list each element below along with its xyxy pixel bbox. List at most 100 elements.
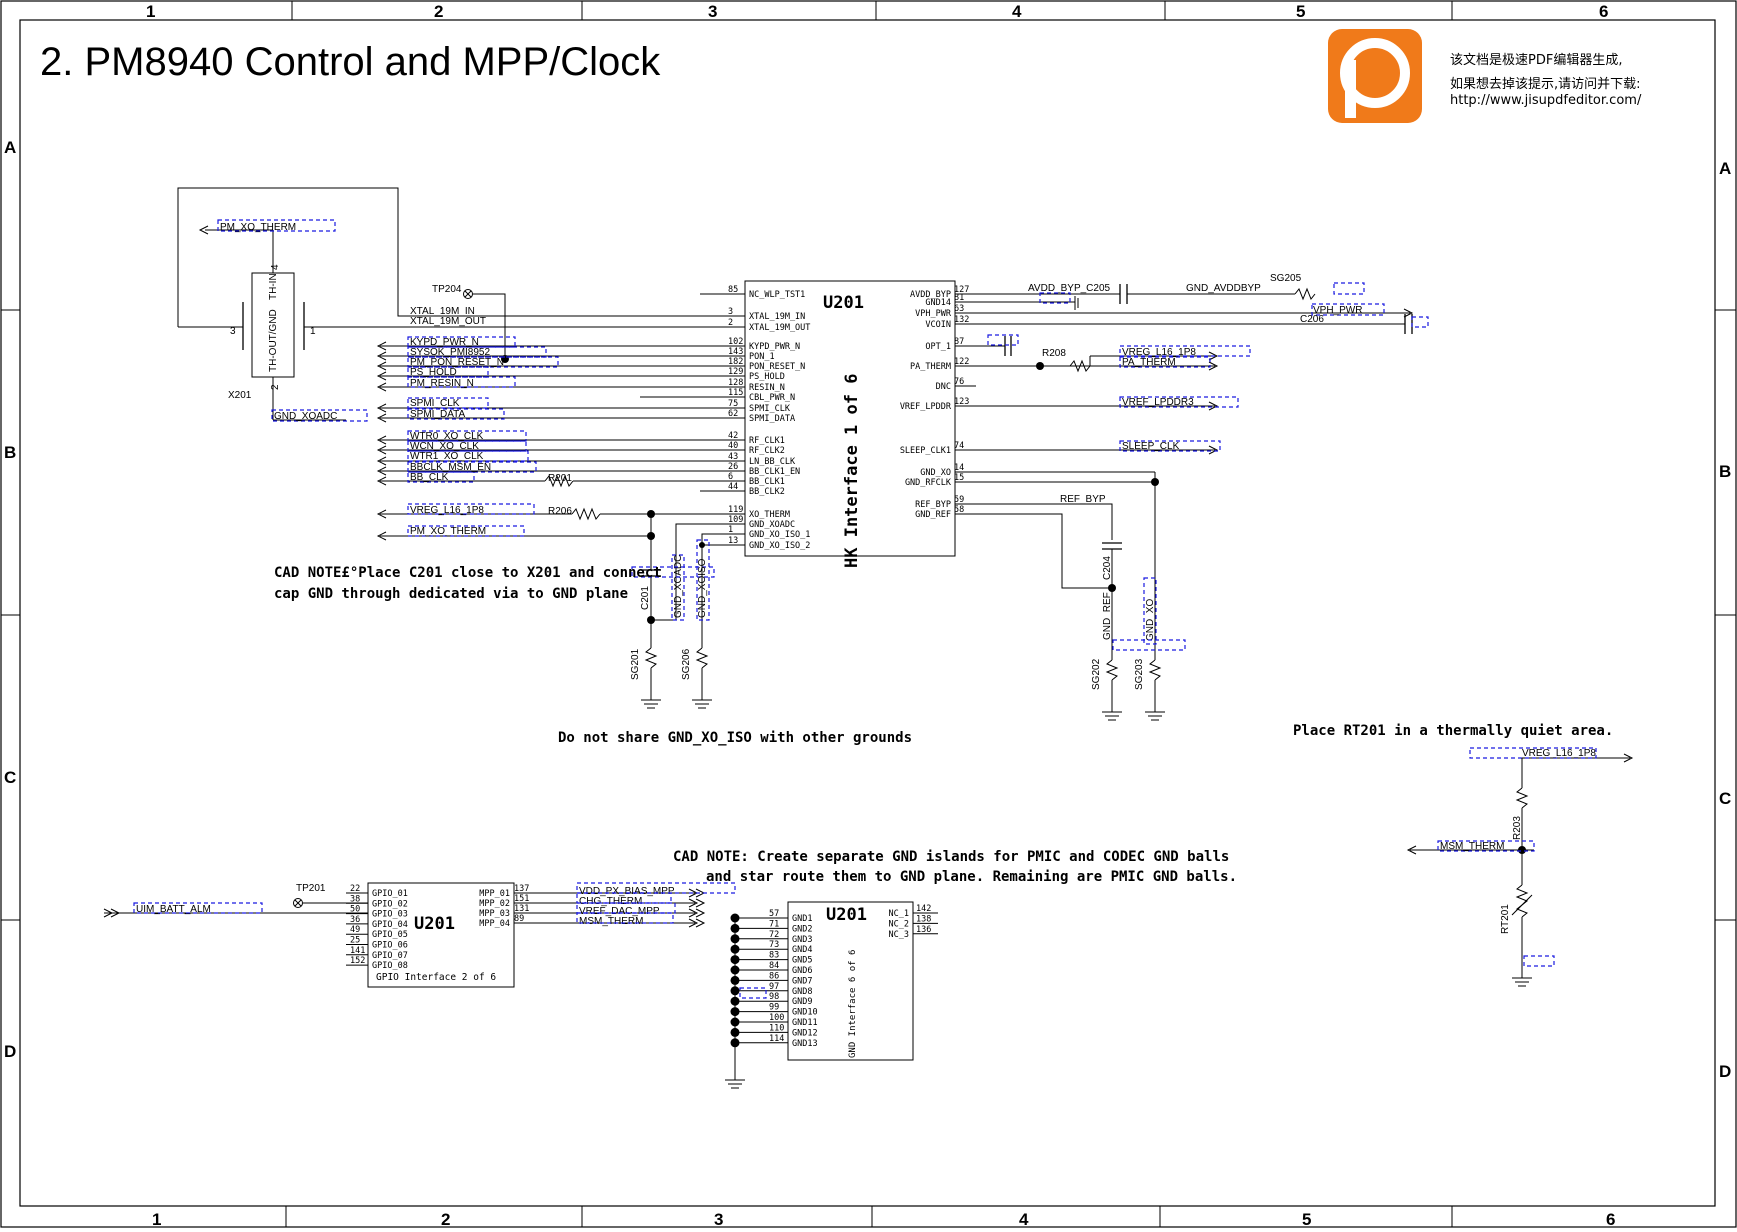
grid-row-c-right: C (1719, 789, 1731, 808)
pin-name: GPIO_08 (372, 961, 408, 971)
pin-name: BB_CLK2 (749, 487, 785, 497)
pin-name: NC_2 (889, 919, 909, 929)
u201-gnd-ref: U201 (826, 905, 867, 925)
pin-name: GND_REF (915, 510, 951, 520)
net-gnd-xoadc-left: GND_XOADC (274, 411, 337, 422)
pin-name: DNC (936, 382, 951, 392)
grid-row-b: B (4, 443, 16, 462)
cad-note-2-line2: and star route them to GND plane. Remain… (706, 869, 1237, 885)
x201-pin-4: 4 (270, 264, 281, 270)
pin-number: 76 (954, 377, 964, 387)
pin-number: 87 (954, 337, 964, 347)
pin-name: GND6 (792, 966, 812, 976)
cad-note-1-line1: CAD NOTE£°Place C201 close to X201 and c… (274, 565, 662, 581)
right-nets: AVDD_BYP_C205 GND_AVDDBYP SG205 VPH_PWR … (955, 273, 1429, 721)
u201-gnd-subtitle: GND Interface 6 of 6 (848, 950, 858, 1058)
grid-row-c: C (4, 768, 16, 787)
pin-number: 128 (728, 378, 743, 388)
pin-number: 86 (769, 971, 779, 981)
pin-number: 1 (728, 525, 733, 535)
x201-body-label: TH-OUT/GND (268, 309, 279, 372)
net-pa-therm: PA_THERM (1122, 357, 1176, 368)
rt201-label: RT201 (1500, 904, 1511, 934)
pin-name: SPMI_CLK (749, 404, 791, 414)
pin-number: 102 (728, 337, 743, 347)
page-title: 2. PM8940 Control and MPP/Clock (40, 40, 661, 84)
grid-row-d: D (4, 1042, 16, 1061)
xo-therm-network: VREG_L16_1P8 R206 PM_XO_THERM C201 GND_X… (376, 503, 742, 709)
net-spmi-clk: SPMI_CLK (410, 398, 460, 409)
net-uim-batt-alm: UIM_BATT_ALM (136, 904, 211, 915)
pin-name: GPIO_01 (372, 889, 408, 899)
pin-name: KYPD_PWR_N (749, 342, 800, 352)
net-gnd-ref: GND_REF (1102, 592, 1113, 640)
pin-number: 129 (728, 367, 743, 377)
grid-col-2: 2 (434, 2, 443, 21)
pin-number: 110 (769, 1023, 784, 1033)
mpp-arrow (695, 918, 706, 928)
pin-number: 98 (769, 992, 779, 1002)
pin-name: PON_1 (749, 352, 775, 362)
grid-col-3: 3 (708, 2, 717, 21)
r203-label: R203 (1512, 816, 1523, 840)
pin-number: 83 (769, 951, 779, 961)
net-spmi-data: SPMI_DATA (410, 409, 466, 420)
grid-row-a-right: A (1719, 159, 1731, 178)
thermistor-network: VREG_L16_1P8 R203 MSM_THERM RT201 (1406, 747, 1634, 987)
pin-number: 14 (954, 463, 964, 473)
net-xtal-in: XTAL_19M_IN (410, 306, 475, 317)
c206-label: C206 (1300, 314, 1324, 325)
pin-name: XO_THERM (749, 510, 790, 520)
pdf-editor-logo-icon (1328, 29, 1422, 123)
pin-name: RF_CLK2 (749, 446, 785, 456)
grid-col-6: 6 (1599, 2, 1608, 21)
pin-name: GND_XO_ISO_1 (749, 530, 810, 540)
pin-number: 127 (954, 285, 969, 295)
grid-col-1-bottom: 1 (152, 1210, 161, 1228)
net-gnd-xoadc-bottom: GND_XOADC (673, 555, 684, 618)
pin-number: 119 (728, 505, 743, 515)
pin-name: SLEEP_CLK1 (900, 446, 951, 456)
net-gnd-xoiso: GND_XOISO (697, 558, 708, 618)
net-vph-pwr: VPH_PWR (1313, 305, 1362, 316)
pin-name: MPP_02 (479, 899, 510, 909)
grid-col-6-bottom: 6 (1606, 1210, 1615, 1228)
sg206-label: SG206 (681, 648, 692, 680)
note-rt201: Place RT201 in a thermally quiet area. (1293, 723, 1613, 739)
sg203-label: SG203 (1134, 658, 1145, 690)
pin-number: 22 (350, 884, 360, 894)
grid-col-3-bottom: 3 (714, 1210, 723, 1228)
u201-main-subtitle: HK Interface 1 of 6 (842, 374, 862, 568)
grid-col-2-bottom: 2 (441, 1210, 450, 1228)
tp204-label: TP204 (432, 284, 462, 295)
pin-number: 49 (350, 925, 360, 935)
pin-name: BB_CLK1 (749, 477, 785, 487)
pin-number: 123 (954, 397, 969, 407)
mpp-arrow (695, 898, 706, 908)
pin-number: 182 (728, 357, 743, 367)
pin-name: RESIN_N (749, 383, 785, 393)
pin-name: GND_XO_ISO_2 (749, 541, 810, 551)
watermark-link[interactable]: http://www.jisupdfeditor.com/ (1450, 93, 1642, 108)
r201-label: R201 (548, 473, 572, 484)
pin-name: VREF_LPDDR (900, 402, 952, 412)
pin-number: 38 (350, 894, 360, 904)
pin-name: PS_HOLD (749, 372, 785, 382)
pin-name: GND5 (792, 956, 812, 966)
pin-name: OPT_1 (925, 342, 951, 352)
x201-ref: X201 (228, 390, 252, 401)
pin-number: 15 (954, 473, 964, 483)
pin-number: 26 (728, 462, 738, 472)
mpp-arrow (695, 908, 706, 918)
test-point-tp204: TP204 (432, 284, 473, 299)
grid-col-5: 5 (1296, 2, 1305, 21)
pin-name: GND7 (792, 976, 812, 986)
pin-number: 81 (954, 293, 964, 303)
net-vref-lpddr3: VREF_LPDDR3 (1122, 397, 1194, 408)
net-ps-hold: PS_HOLD (410, 367, 457, 378)
